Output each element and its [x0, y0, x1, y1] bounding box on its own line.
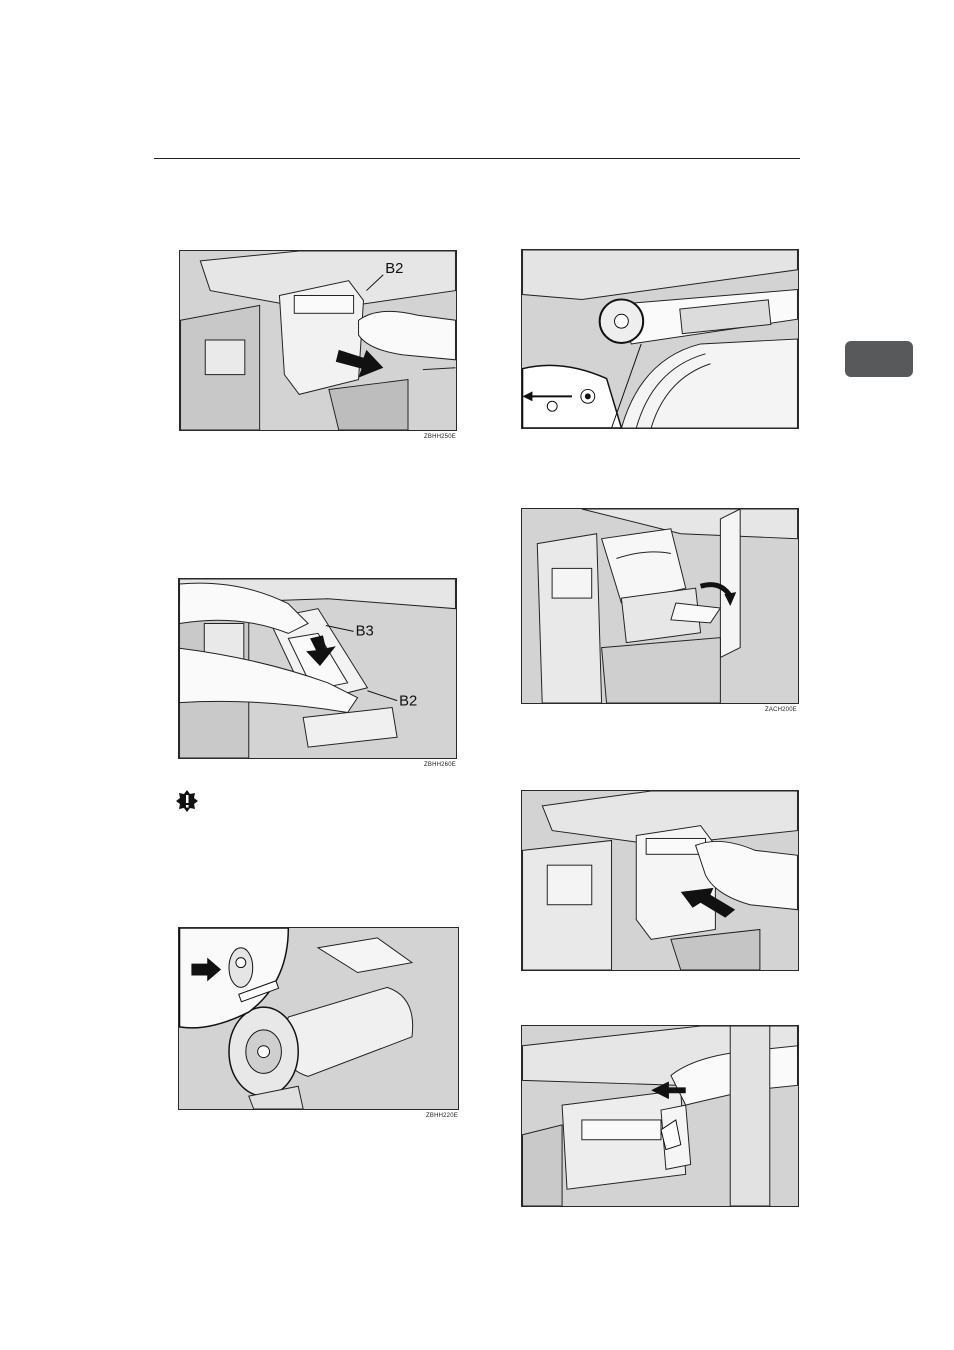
open-holder-illustration: B3 B2 — [179, 579, 456, 758]
header-rule — [154, 158, 800, 159]
callout-label: B2 — [385, 261, 403, 277]
figure-lock-lever — [521, 1025, 799, 1207]
chapter-tab — [845, 341, 913, 377]
callout-label: B3 — [356, 623, 374, 639]
close-cover-illustration — [522, 509, 798, 703]
callout-label: B2 — [399, 694, 417, 710]
figure-code: ZBHH250E — [424, 434, 456, 440]
insert-unit-illustration — [522, 791, 798, 970]
figure-open-holder: B3 B2 — [178, 578, 457, 759]
important-icon — [176, 790, 198, 812]
figure-remove-unit: B2 — [179, 250, 457, 431]
lock-lever-illustration — [522, 1026, 798, 1206]
figure-close-cover — [521, 508, 799, 704]
figure-drum-shaft — [521, 249, 799, 429]
figure-insert-unit — [521, 790, 799, 971]
drum-shaft-illustration — [522, 250, 798, 428]
figure-cartridge-detail — [178, 927, 459, 1110]
remove-unit-illustration: B2 — [180, 251, 456, 430]
figure-code: ZBHH220E — [426, 1113, 458, 1119]
figure-code: ZACH200E — [765, 707, 797, 713]
figure-code: ZBHH260E — [424, 762, 456, 768]
cartridge-detail-illustration — [179, 928, 458, 1109]
